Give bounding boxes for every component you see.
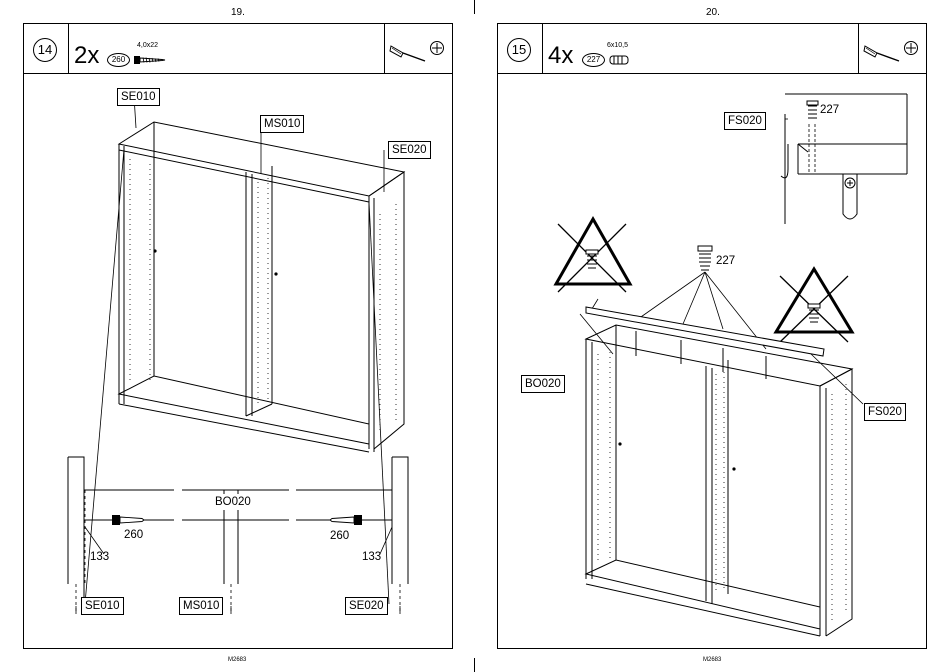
page-number-left: 19.: [231, 7, 245, 18]
label-bo020: BO020: [521, 375, 565, 393]
screw-number-left: 260: [124, 529, 143, 541]
main-screw-number: 227: [716, 255, 735, 267]
top-rail-illustration: [498, 24, 928, 650]
depth-number-left: 133: [90, 551, 109, 563]
crop-mark-top: [474, 0, 475, 14]
footer-left: M2683: [228, 657, 246, 663]
screw-number-right: 260: [330, 530, 349, 542]
label-ms010-bottom: MS010: [179, 597, 223, 615]
label-se010-top: SE010: [117, 88, 160, 106]
label-se010-bottom: SE010: [81, 597, 124, 615]
footer-right: M2683: [703, 657, 721, 663]
label-fs020-right: FS020: [864, 403, 906, 421]
instruction-page-step-15: 15 4x 227 6x10,5: [497, 23, 927, 649]
wardrobe-frame-illustration: [24, 24, 454, 650]
label-bo020-detail: BO020: [212, 494, 254, 510]
label-ms010-top: MS010: [260, 115, 304, 133]
label-se020-top: SE020: [388, 141, 431, 159]
page-number-right: 20.: [706, 7, 720, 18]
detail-screw-number: 227: [820, 104, 839, 116]
label-fs020-detail: FS020: [724, 112, 766, 130]
crop-mark-bottom: [474, 658, 475, 672]
label-se020-bottom: SE020: [345, 597, 388, 615]
instruction-page-step-14: 14 2x 260 4,0x22: [23, 23, 453, 649]
depth-number-right: 133: [362, 551, 381, 563]
